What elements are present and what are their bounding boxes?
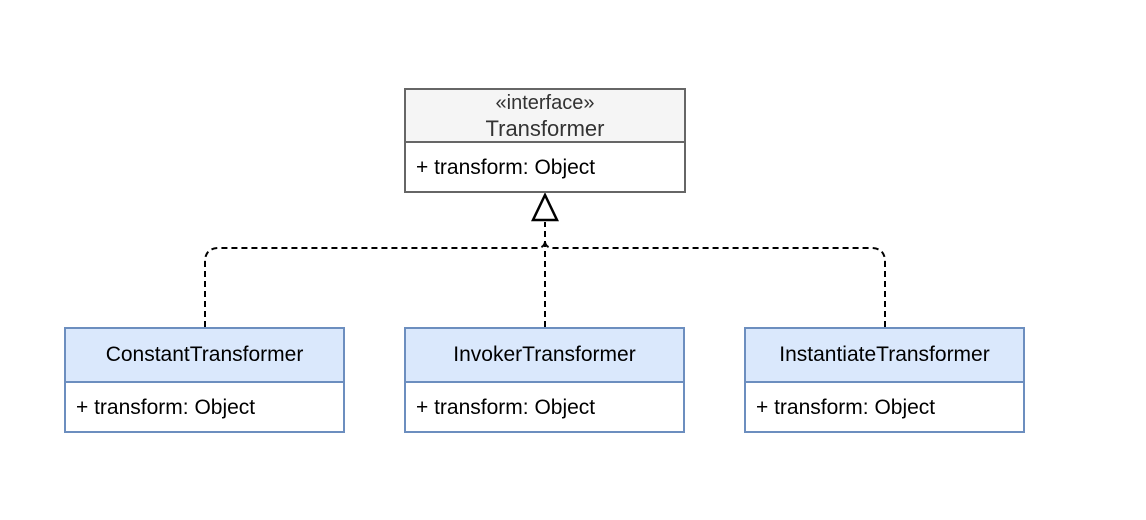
class-name-instantiate-transformer: InstantiateTransformer xyxy=(746,329,1023,383)
interface-stereotype: «interface» xyxy=(495,92,595,114)
realization-line-instantiate xyxy=(544,240,886,327)
realization-arrowhead xyxy=(531,192,559,222)
class-box-constant-transformer[interactable]: ConstantTransformer + transform: Object xyxy=(64,327,345,433)
interface-method: + transform: Object xyxy=(416,156,596,179)
interface-name: Transformer xyxy=(485,116,605,141)
interface-class-box[interactable]: «interface» Transformer + transform: Obj… xyxy=(404,88,686,193)
class-name-invoker-transformer: InvokerTransformer xyxy=(406,329,683,383)
class-method-invoker-transformer: + transform: Object xyxy=(416,396,596,419)
interface-header: «interface» Transformer xyxy=(406,90,684,143)
class-box-invoker-transformer[interactable]: InvokerTransformer + transform: Object xyxy=(404,327,685,433)
realization-line-constant xyxy=(204,240,546,327)
class-method-constant-transformer: + transform: Object xyxy=(76,396,256,419)
class-name-constant-transformer: ConstantTransformer xyxy=(66,329,343,383)
class-box-instantiate-transformer[interactable]: InstantiateTransformer + transform: Obje… xyxy=(744,327,1025,433)
class-method-instantiate-transformer: + transform: Object xyxy=(756,396,936,419)
